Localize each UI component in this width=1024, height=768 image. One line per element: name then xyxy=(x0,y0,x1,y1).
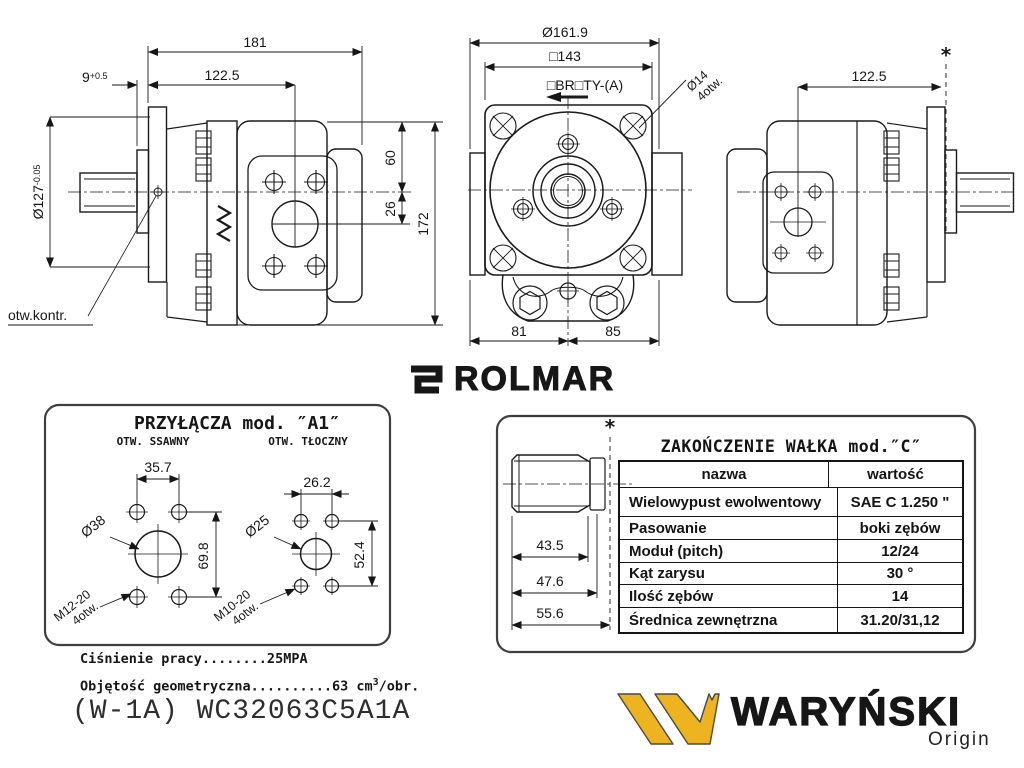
dim-bottom-left: 81 xyxy=(511,323,527,339)
asterisk-mark: * xyxy=(941,43,952,67)
shaft-drawing xyxy=(503,437,632,630)
suction-thread: M12-20 4otw. xyxy=(51,587,101,628)
warynski-wordmark: WARYŃSKI xyxy=(730,689,962,734)
table-header-row: nazwa wartość xyxy=(620,462,962,487)
warynski-mark xyxy=(617,693,720,745)
label-rotation: □BR□TY-(A) xyxy=(547,77,623,93)
rotation-arrow xyxy=(546,92,561,102)
ports-panel-title: PRZYŁĄCZA mod. ″A1″ xyxy=(134,413,340,434)
hub-bolts xyxy=(511,132,624,221)
dim-pilot: 9+0.5 xyxy=(82,69,108,85)
port-plate-holes xyxy=(262,170,328,278)
pressure-thread: M10-20 4otw. xyxy=(211,587,261,628)
suction-spacing-x: 35.7 xyxy=(144,459,171,475)
rolmar-icon xyxy=(411,365,443,393)
table-row: Ilość zębów 14 xyxy=(620,584,962,607)
pressure-dia: Ø25 xyxy=(242,511,273,540)
suction-port-diagram xyxy=(99,474,222,608)
header-name: nazwa xyxy=(620,462,829,487)
dim-height: 172 xyxy=(415,212,431,236)
part-number: (W-1A) WC32063C5A1A xyxy=(72,696,411,727)
shaft-dim-1: 43.5 xyxy=(536,537,563,553)
pressure-spacing-x: 26.2 xyxy=(303,474,330,490)
view-side-left: 181 122.5 9+0.5 Ø127-0.05 60 26 172 otw.… xyxy=(8,34,443,326)
ports-panel: PRZYŁĄCZA mod. ″A1″ OTW. SSAWNY OTW. TŁO… xyxy=(43,403,392,647)
dim-body-length: 122.5 xyxy=(204,67,239,83)
shaft-spec-table: ZAKOŃCZENIE WAŁKA mod.″C″ nazwa wartość … xyxy=(618,437,964,634)
pressure-label: OTW. TŁOCZNY xyxy=(268,435,348,448)
bottom-port-bolts xyxy=(512,280,625,321)
view-front: Ø161.9 □143 □BR□TY-(A) Ø14 4otw. 81 85 xyxy=(468,24,725,346)
suction-dia: Ø38 xyxy=(78,511,109,540)
dim-total-length: 181 xyxy=(243,34,267,50)
displacement-spec: Objętość geometryczna..........63 cm3/ob… xyxy=(80,677,420,695)
spec-lines: Ciśnienie pracy........25MPA Objętość ge… xyxy=(80,648,419,699)
shaft-asterisk: * xyxy=(605,415,616,439)
rolmar-logo: ROLMAR xyxy=(407,360,615,399)
table-row: Pasowanie boki zębów xyxy=(620,516,962,539)
pressure-port-diagram xyxy=(259,489,378,605)
dimensions-front xyxy=(469,38,687,346)
header-value: wartość xyxy=(867,466,924,483)
pressure-spec: Ciśnienie pracy........25MPA xyxy=(80,651,308,667)
body-logo-mark xyxy=(215,205,233,242)
label-mount-holes: Ø14 4otw. xyxy=(684,68,725,104)
dimensions-side-left xyxy=(8,46,443,326)
suction-spacing-y: 69.8 xyxy=(195,542,211,569)
dim-port-lower: 26 xyxy=(382,201,398,217)
suction-label: OTW. SSAWNY xyxy=(117,435,190,448)
dim-bottom-right: 85 xyxy=(605,323,621,339)
dim-port-upper: 60 xyxy=(382,150,398,166)
dim-body-length-right: 122.5 xyxy=(851,68,886,84)
dim-flange-dia: Ø127-0.05 xyxy=(30,165,46,220)
shaft-dim-2: 47.6 xyxy=(536,573,563,589)
warynski-origin: Origin xyxy=(928,729,991,750)
dimensions-side-right xyxy=(797,64,947,237)
flange-corner-bolts xyxy=(489,112,647,272)
view-side-right: 122.5 * xyxy=(726,43,1016,326)
shaft-dim-3: 55.6 xyxy=(536,605,563,621)
shaft-panel: * 43.5 47.6 55.6 xyxy=(495,414,977,654)
table-row: Moduł (pitch) 12/24 xyxy=(620,539,962,562)
dim-square: □143 xyxy=(549,48,581,64)
table-row: Kąt zarysu 30 ° xyxy=(620,562,962,584)
label-control-hole: otw.kontr. xyxy=(8,307,67,323)
rolmar-wordmark: ROLMAR xyxy=(453,360,616,399)
table-row: Średnica zewnętrzna 31.20/31,12 xyxy=(620,607,962,632)
pressure-spacing-y: 52.4 xyxy=(351,541,367,568)
shaft-table-title: ZAKOŃCZENIE WAŁKA mod.″C″ xyxy=(660,437,922,456)
table-row: Wielowypust ewolwentowy SAE C 1.250 " xyxy=(620,487,962,516)
dim-outer-dia: Ø161.9 xyxy=(542,24,588,40)
